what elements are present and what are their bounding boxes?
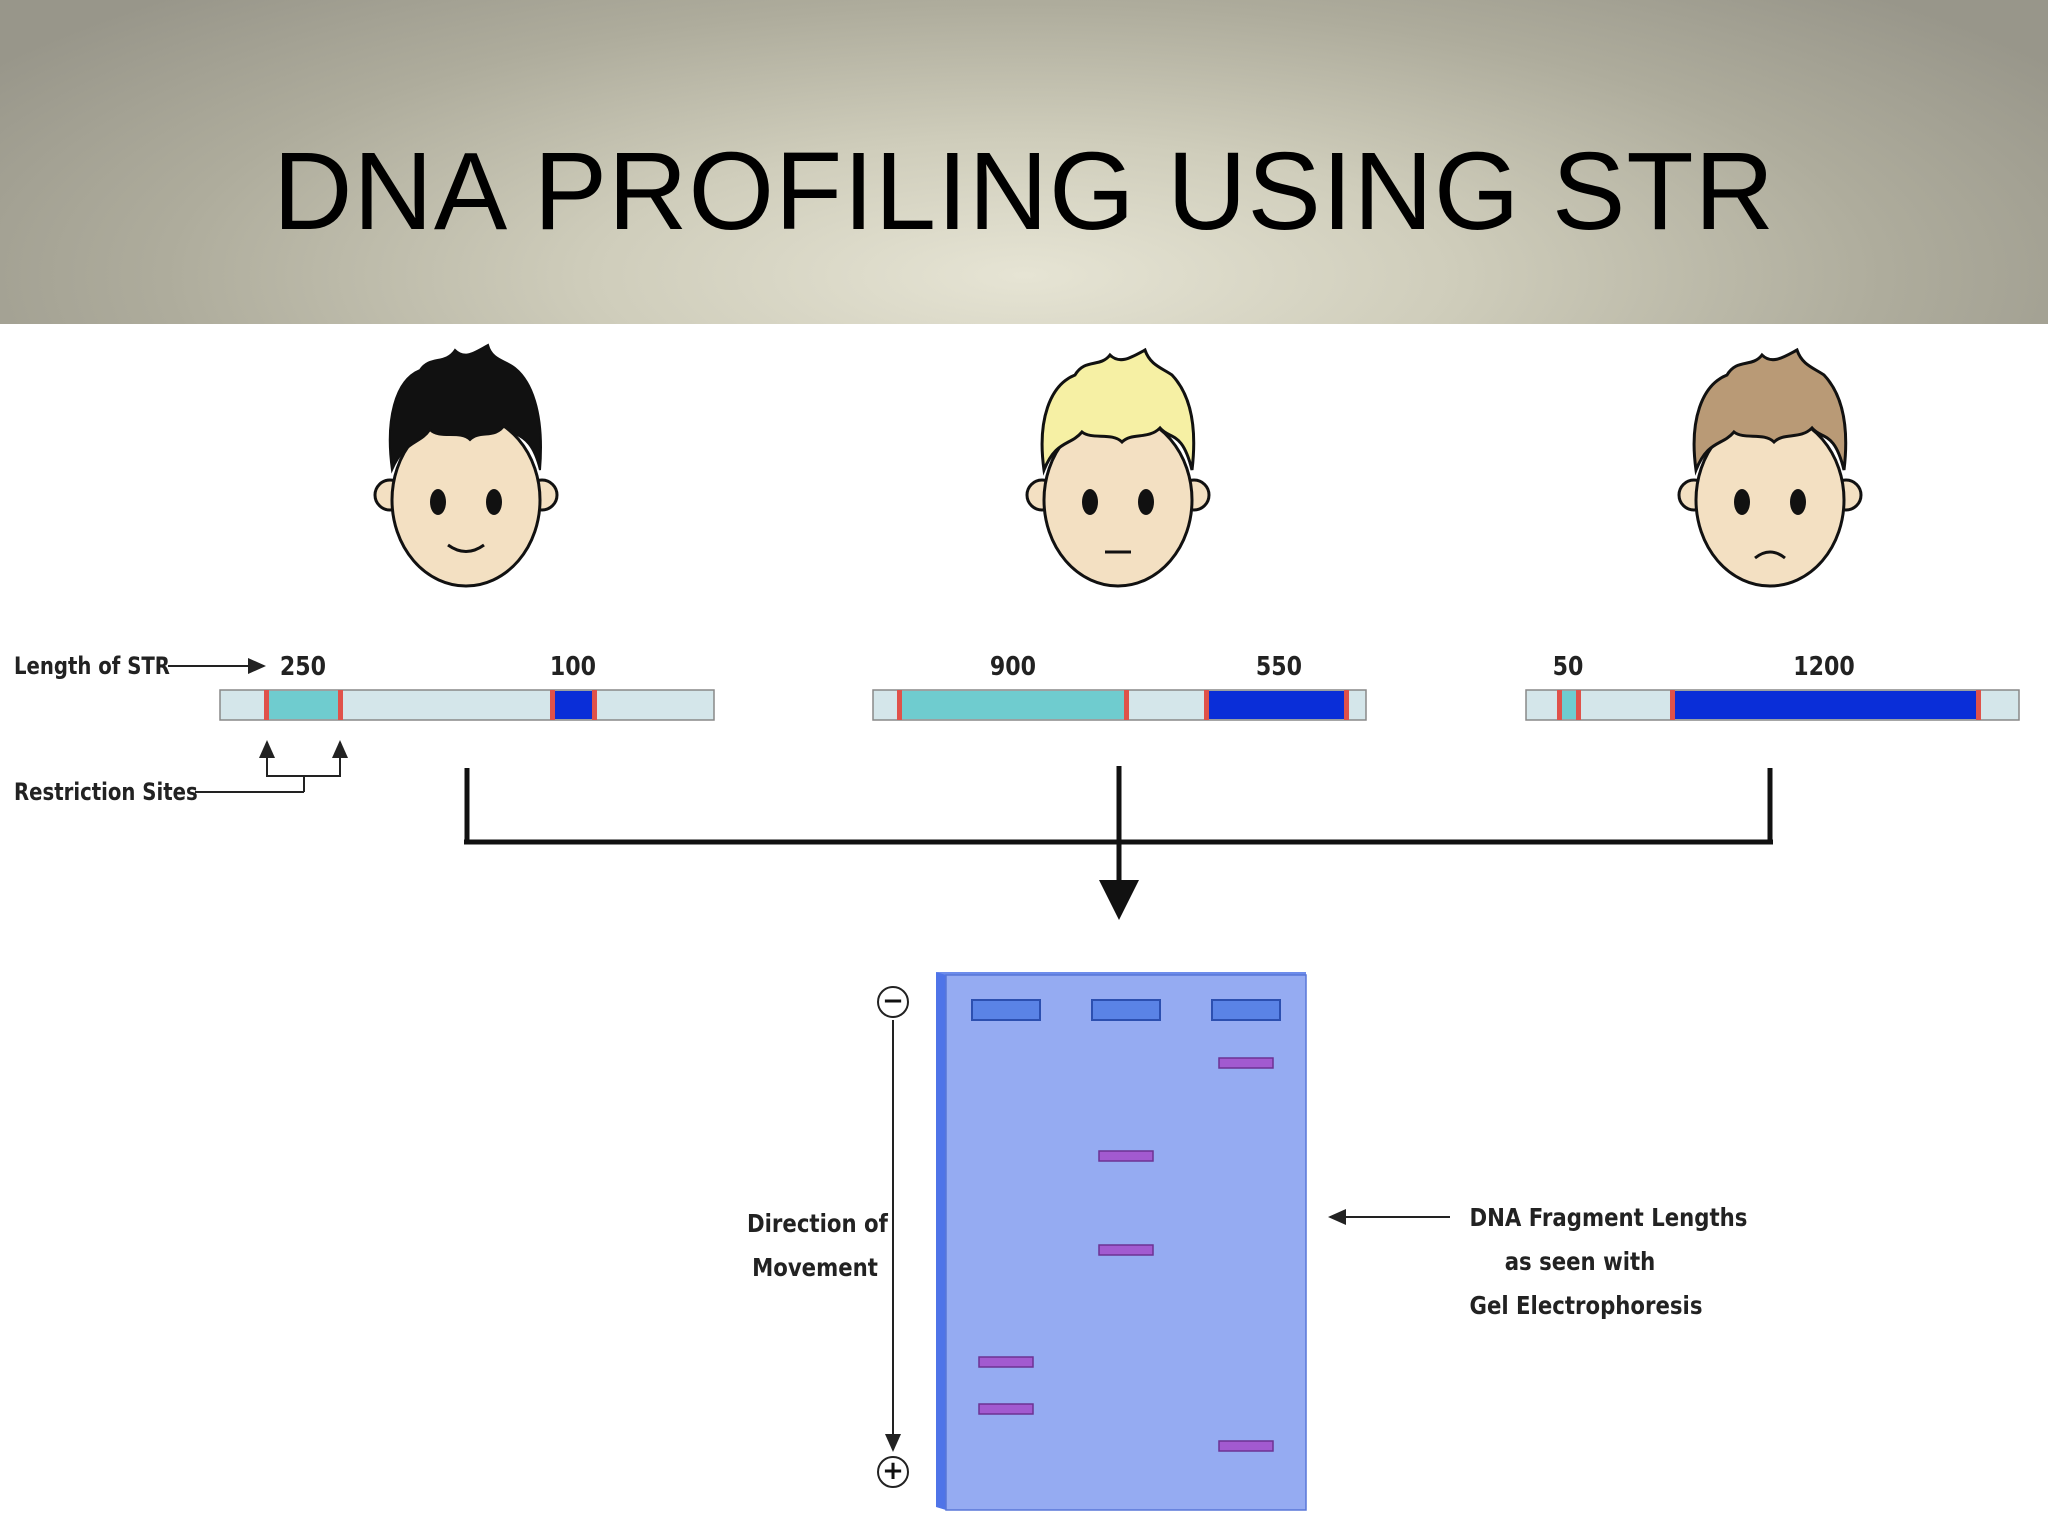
length-of-str-label: Length of STR [14,652,170,680]
restriction-site [1204,690,1209,720]
direction-arrow [877,986,909,1488]
str-segment-900 [900,691,1126,719]
plus-symbol: + [882,1456,904,1486]
hair-blonde [1040,347,1196,476]
gel-band [1218,1057,1274,1069]
strand-2 [872,689,1367,721]
restriction-site [1976,690,1981,720]
restriction-sites-label: Restriction Sites [14,778,198,806]
gel-band [1218,1440,1274,1452]
fragment-label-line2: as seen with [1504,1247,1656,1276]
minus-terminal [877,986,909,1018]
hair-black [388,343,542,474]
restriction-site [1344,690,1349,720]
gel-well [1211,999,1281,1021]
hair-brown [1692,347,1848,476]
gel-well [1091,999,1161,1021]
face-brown-hair [1677,347,1863,588]
gel-band [978,1403,1034,1415]
gel-electrophoresis [936,972,1307,1511]
restriction-site [1124,690,1129,720]
str-segment-250 [266,691,340,719]
restriction-site [264,690,269,720]
restriction-site [1576,690,1581,720]
title-banner: DNA PROFILING USING STR [0,0,2048,324]
restriction-site [897,690,902,720]
gel-band [1098,1244,1154,1256]
gel-band [1098,1150,1154,1162]
gel-well [971,999,1041,1021]
direction-label-line2: Movement [752,1253,878,1282]
restriction-site [592,690,597,720]
direction-label-line1: Direction of [747,1209,888,1238]
strand-1 [219,689,715,721]
str-length-label: 1200 [1793,652,1855,682]
merge-connector [464,766,1773,920]
str-length-label: 900 [989,652,1037,682]
restriction-sites-pointer [195,740,348,793]
str-length-label: 250 [279,652,327,682]
str-segment-550 [1206,691,1346,719]
face-black-hair [373,343,559,588]
strand-3 [1525,689,2020,721]
restriction-site [1557,690,1562,720]
minus-symbol: − [882,986,904,1016]
direction-label: Direction of Movement [747,1202,888,1290]
str-length-label: 50 [1552,652,1584,682]
str-length-label: 100 [549,652,597,682]
restriction-site [1670,690,1675,720]
restriction-site [338,690,343,720]
fragment-label-line1: DNA Fragment Lengths [1469,1203,1748,1232]
fragment-label-line3: Gel Electrophoresis [1469,1291,1703,1320]
str-segment-100 [552,691,594,719]
face-blonde-hair [1025,347,1211,588]
fragment-lengths-label: DNA Fragment Lengths as seen with Gel El… [1469,1196,1748,1328]
restriction-site [550,690,555,720]
slide-title: DNA PROFILING USING STR [272,130,1776,253]
str-segment-50 [1560,691,1576,719]
gel-band [978,1356,1034,1368]
plus-terminal [877,1456,909,1488]
str-segment-1200 [1674,691,1976,719]
str-length-label: 550 [1255,652,1303,682]
